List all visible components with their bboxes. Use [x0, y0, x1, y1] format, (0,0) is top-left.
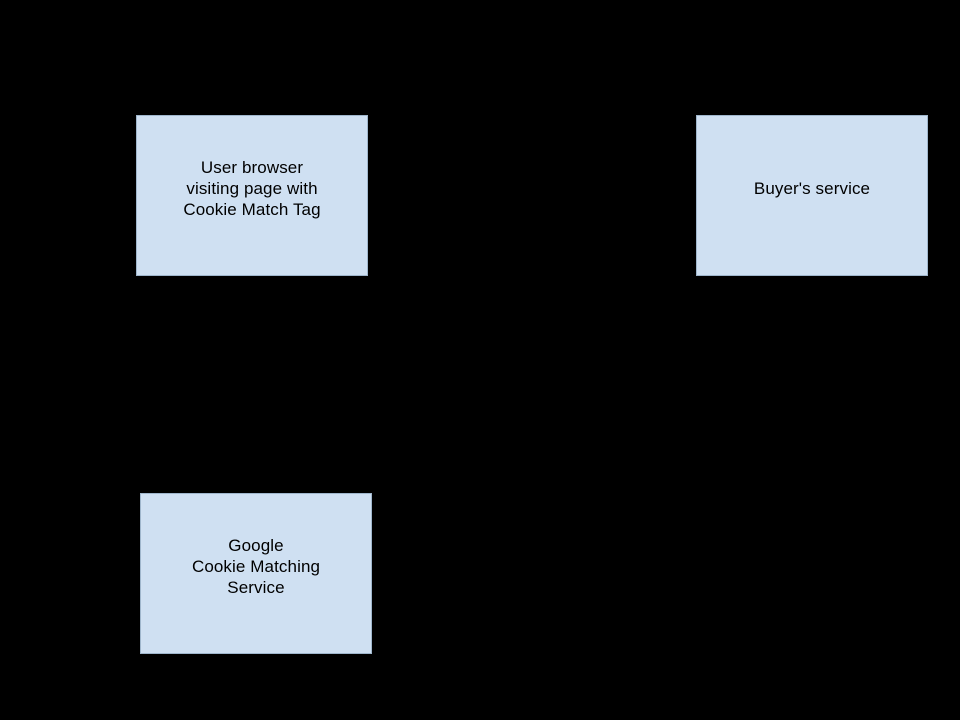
edge-user-browser-to-buyers-service — [368, 195, 696, 196]
node-google-cookie-matching-service-label: Google Cookie Matching Service — [191, 536, 321, 597]
node-buyers-service[interactable]: Buyer's service — [696, 115, 928, 276]
node-buyers-service-label: Buyer's service — [753, 179, 871, 198]
node-user-browser[interactable]: User browser visiting page with Cookie M… — [136, 115, 368, 276]
node-google-cookie-matching-service[interactable]: Google Cookie Matching Service — [140, 493, 372, 654]
edge-user-browser-to-google-cookie-matching-service — [252, 276, 253, 493]
node-user-browser-label: User browser visiting page with Cookie M… — [183, 158, 321, 219]
